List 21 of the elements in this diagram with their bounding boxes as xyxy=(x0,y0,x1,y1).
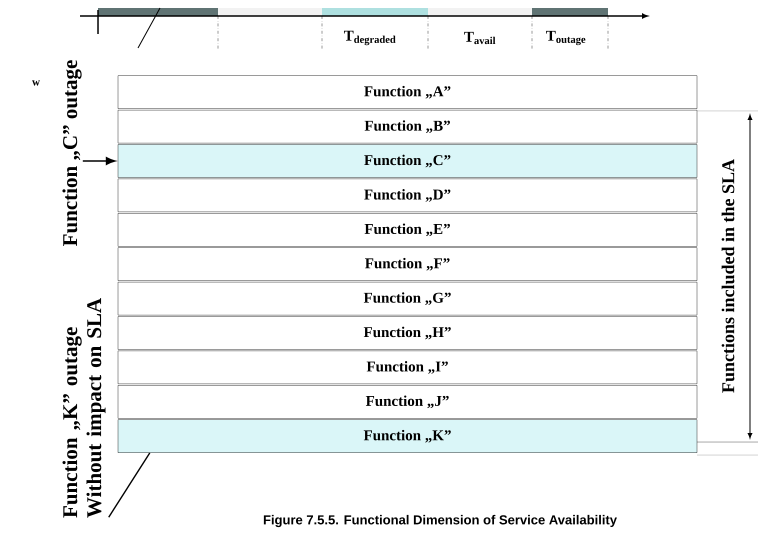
function-row: Function „C” xyxy=(118,144,698,178)
axis-label: w xyxy=(32,80,40,86)
function-row: Function „I” xyxy=(118,350,698,384)
interval-label: T$_{degraded}$ xyxy=(344,30,396,46)
caption: Figure 7.5.5. Functional Dimension of Service Availability xyxy=(264,514,617,528)
function-row: Function „J” xyxy=(118,385,698,418)
function-row: Function „H” xyxy=(118,316,698,350)
function-row: Function „B” xyxy=(118,110,698,144)
arrow xyxy=(82,157,116,165)
function-row: Function „D” xyxy=(118,178,698,212)
function-row: Function „K” xyxy=(118,420,698,453)
outage-note: Function „K” outage Without impact on SLA xyxy=(62,298,106,518)
leader-line xyxy=(108,452,150,518)
function-row: Function „E” xyxy=(118,213,698,246)
dimension-label: Functions included in the SLA xyxy=(720,158,736,394)
outage-note: Function „C” outage xyxy=(62,60,82,246)
interval-label: T$_{outage}$ xyxy=(546,30,586,46)
function-row: Function „F” xyxy=(118,248,698,281)
function-row: Function „A” xyxy=(118,76,698,109)
function-row: Function „G” xyxy=(118,282,698,316)
interval-label: T$_{avail}$ xyxy=(464,32,496,44)
